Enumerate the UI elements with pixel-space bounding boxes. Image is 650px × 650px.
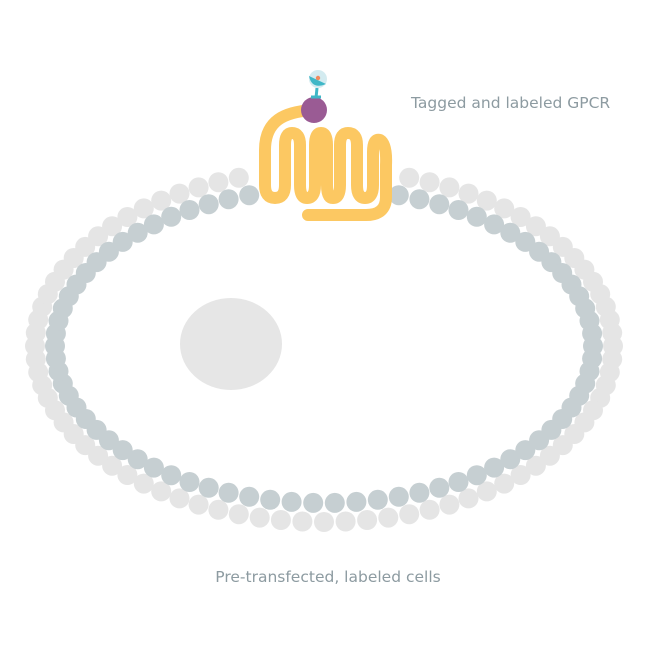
- membrane-bead: [357, 510, 378, 530]
- membrane-bead: [409, 189, 430, 210]
- membrane-bead: [112, 440, 133, 461]
- membrane-bead: [239, 185, 260, 206]
- nucleus: [180, 298, 282, 390]
- membrane-bead: [429, 477, 450, 498]
- membrane-bead: [529, 430, 550, 451]
- membrane-outer-layer: [25, 167, 623, 532]
- membrane-bead: [143, 457, 164, 478]
- membrane-bead: [484, 457, 505, 478]
- membrane-bead: [515, 231, 536, 252]
- membrane-bead: [525, 216, 546, 237]
- membrane-bead: [476, 481, 497, 502]
- membrane-bead: [281, 491, 302, 512]
- membrane-bead: [378, 507, 399, 528]
- membrane-bead: [419, 172, 440, 193]
- membrane-bead: [198, 477, 219, 498]
- membrane-bead: [476, 190, 497, 211]
- membrane-bead: [102, 216, 123, 237]
- membrane-bead: [346, 491, 367, 512]
- membrane-bead: [88, 226, 109, 247]
- membrane-bead: [439, 494, 460, 515]
- membrane-bead: [179, 200, 200, 220]
- membrane-bead: [525, 455, 546, 476]
- membrane-bead: [188, 177, 209, 198]
- membrane-bead: [510, 207, 531, 227]
- membrane-bead: [494, 198, 515, 219]
- membrane-bead: [439, 177, 460, 198]
- membrane-bead: [388, 486, 409, 507]
- membrane-bead: [249, 507, 270, 528]
- membrane-bead: [292, 511, 313, 532]
- membrane-bead: [409, 482, 430, 503]
- ligand-label-icon: [309, 70, 327, 99]
- membrane-bead: [399, 167, 420, 188]
- membrane-bead: [458, 183, 479, 204]
- membrane-bead: [367, 489, 388, 510]
- membrane-bead: [602, 322, 623, 343]
- membrane-bead: [117, 207, 138, 227]
- membrane-bead: [335, 511, 356, 532]
- membrane-bead: [399, 504, 420, 525]
- membrane-bead: [270, 510, 291, 530]
- membrane-bead: [112, 231, 133, 252]
- membrane-bead: [582, 323, 603, 344]
- membrane-bead: [228, 167, 249, 188]
- membrane-bead: [133, 473, 154, 494]
- membrane-bead: [143, 214, 164, 235]
- membrane-bead: [133, 198, 154, 219]
- membrane-bead: [127, 449, 148, 470]
- membrane-bead: [466, 465, 487, 486]
- membrane-bead: [218, 189, 239, 210]
- membrane-bead: [151, 481, 172, 502]
- membrane-bead: [494, 473, 515, 494]
- cells-label: Pre-transfected, labeled cells: [215, 568, 441, 586]
- membrane-bead: [303, 492, 324, 513]
- gpcr-label: Tagged and labeled GPCR: [411, 94, 611, 112]
- membrane-bead: [515, 440, 536, 461]
- membrane-bead: [161, 206, 182, 227]
- membrane-bead: [228, 504, 249, 525]
- membrane-bead: [117, 465, 138, 485]
- membrane-bead: [500, 449, 521, 470]
- membrane-bead: [98, 241, 119, 262]
- tag-icon: [301, 97, 327, 123]
- membrane-bead: [169, 488, 190, 509]
- membrane-bead: [500, 222, 521, 243]
- membrane-bead: [208, 172, 229, 193]
- membrane-bead: [161, 465, 182, 486]
- membrane-bead: [448, 472, 469, 492]
- membrane-bead: [260, 489, 281, 510]
- membrane-bead: [102, 455, 123, 476]
- membrane-bead: [324, 492, 345, 513]
- membrane-bead: [510, 465, 531, 485]
- membrane-bead: [314, 512, 334, 532]
- membrane-bead: [466, 206, 487, 227]
- membrane-bead: [151, 190, 172, 211]
- membrane-bead: [429, 194, 450, 215]
- membrane-bead: [218, 482, 239, 503]
- membrane-bead: [484, 214, 505, 235]
- membrane-bead: [448, 200, 469, 220]
- membrane-bead: [198, 194, 219, 215]
- gpcr-receptor: [259, 104, 393, 221]
- membrane-bead: [169, 183, 190, 204]
- membrane-bead: [208, 499, 229, 520]
- membrane-bead: [188, 494, 209, 515]
- membrane-bead: [539, 445, 560, 466]
- membrane-bead: [239, 486, 260, 507]
- membrane-bead: [419, 499, 440, 520]
- membrane-bead: [179, 472, 200, 492]
- membrane-inner-layer: [45, 185, 603, 513]
- membrane-bead: [388, 185, 409, 206]
- membrane-bead: [458, 488, 479, 509]
- membrane-bead: [127, 222, 148, 243]
